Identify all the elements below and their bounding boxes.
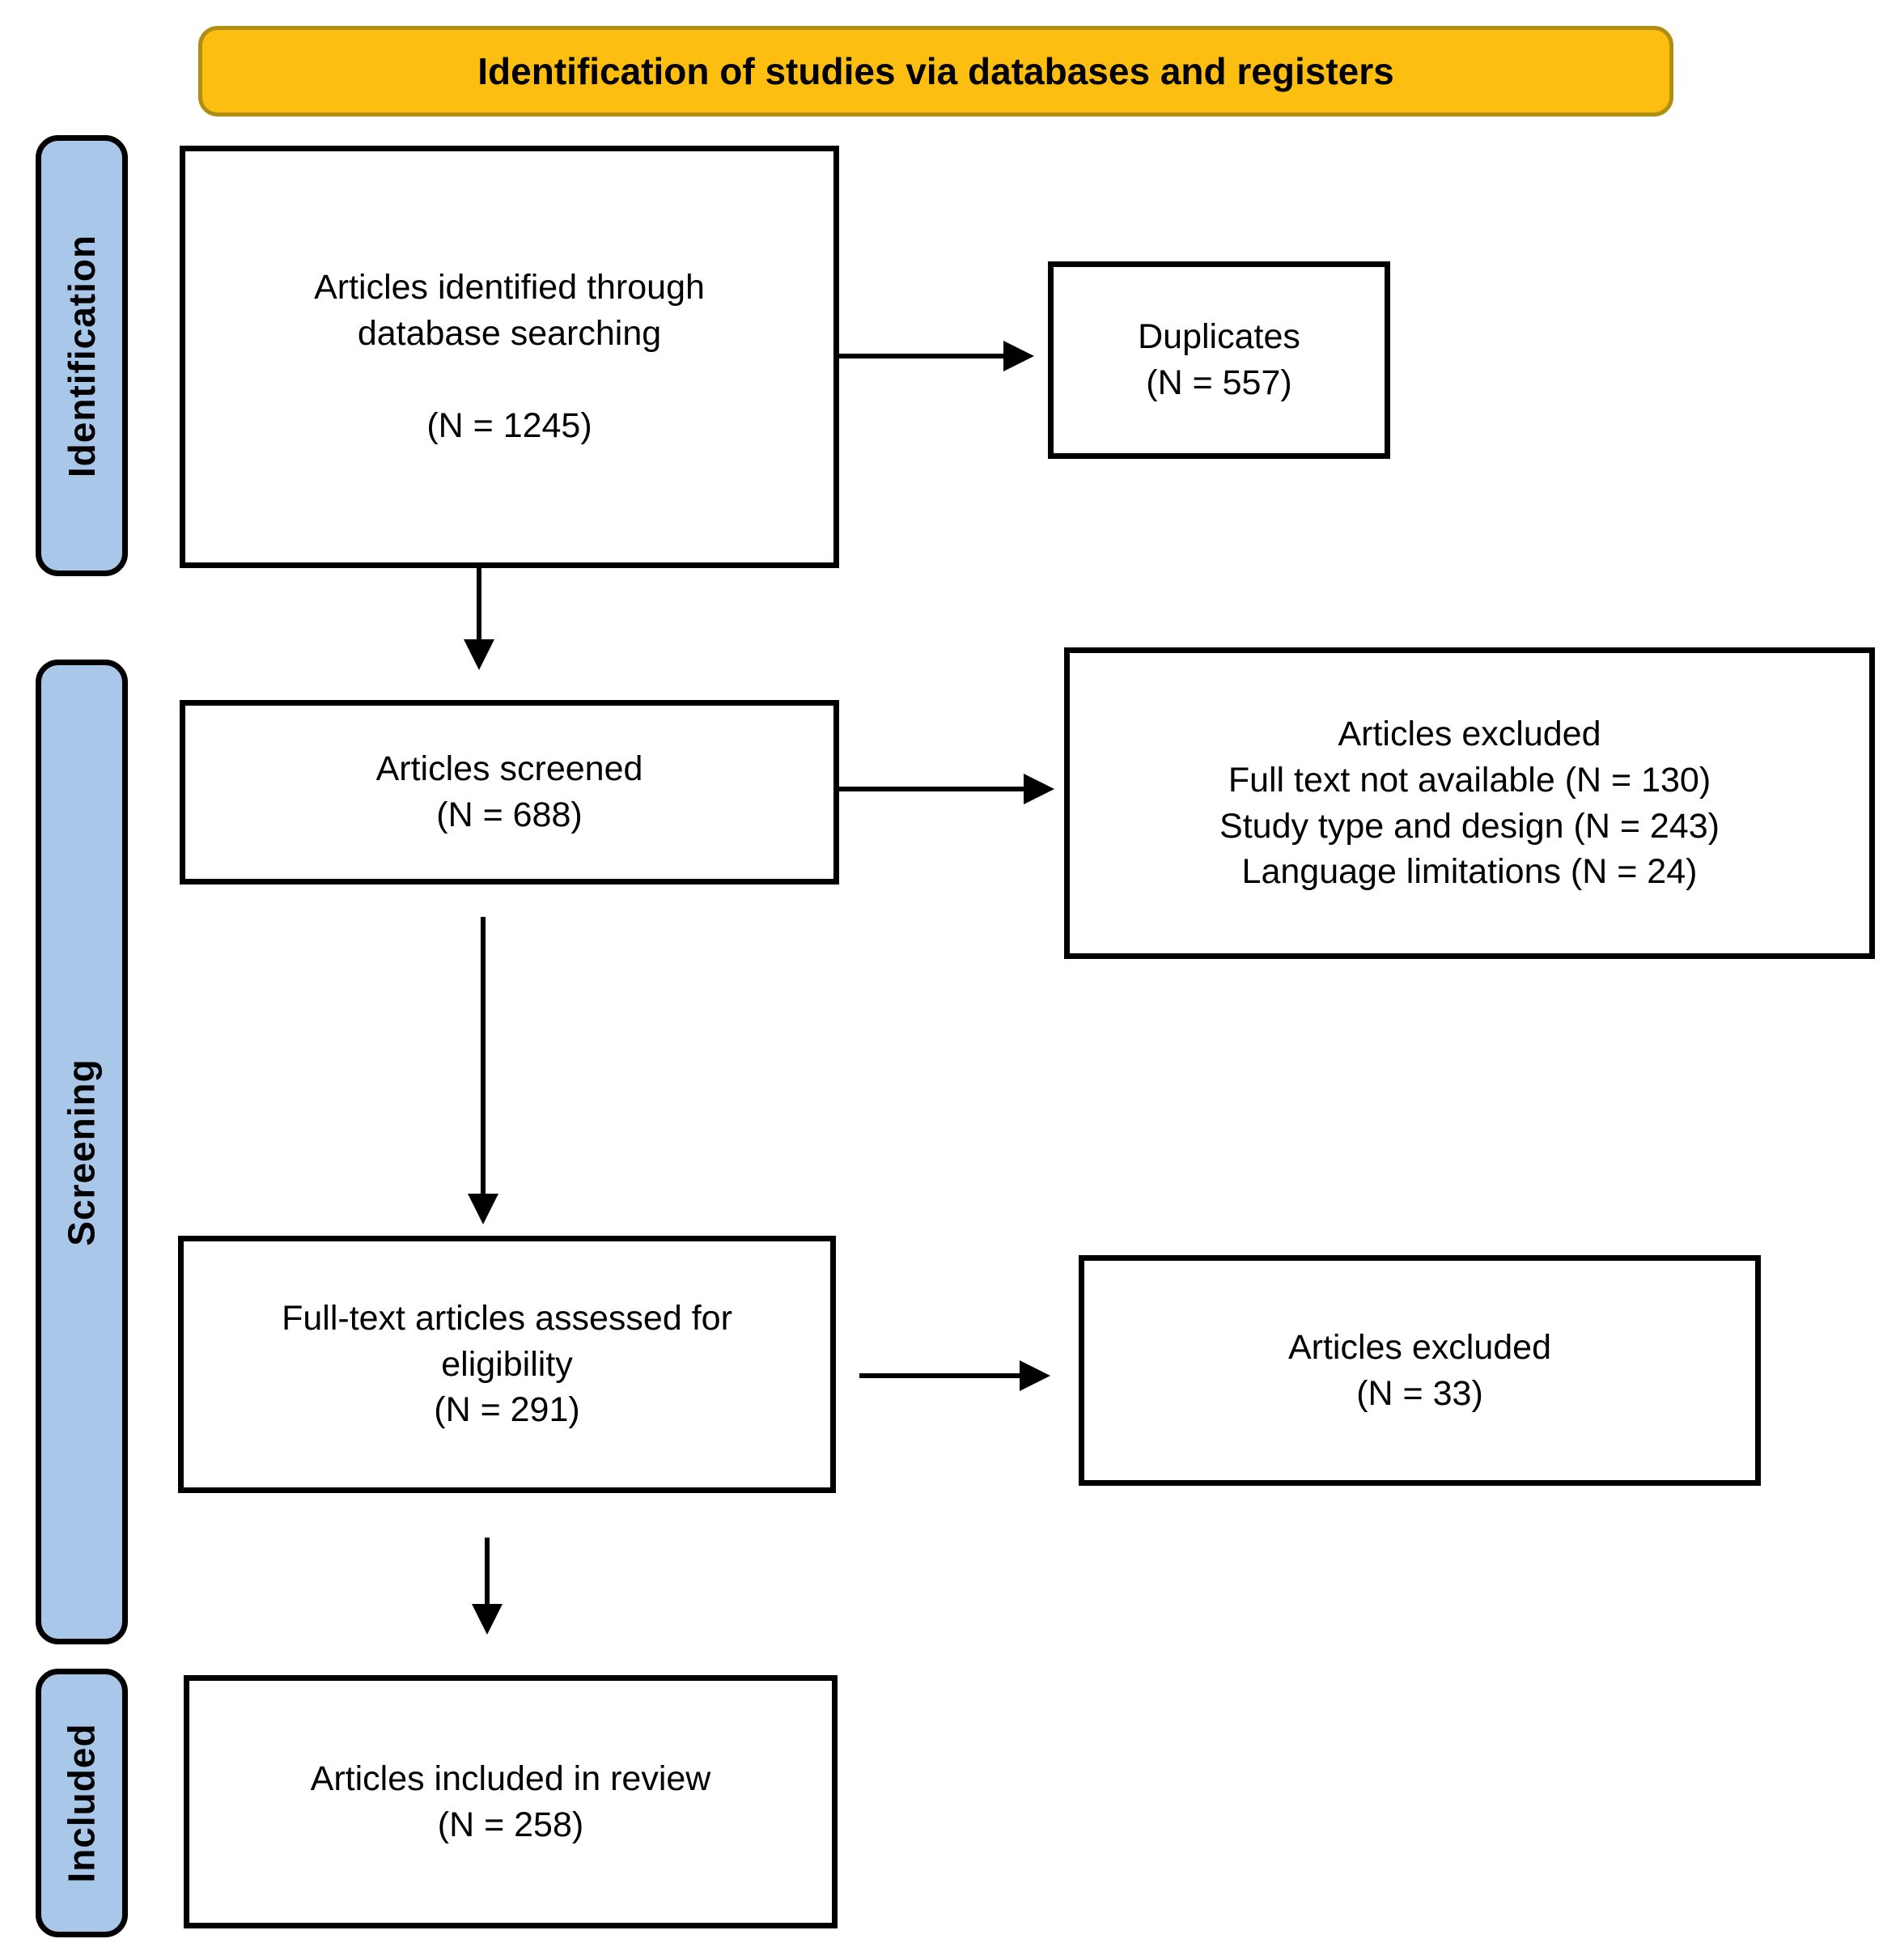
box-count: (N = 291) [434,1390,580,1430]
box-articles-included: Articles included in review (N = 258) [184,1675,838,1928]
arrow-line [485,1538,490,1606]
arrow-line [833,787,1025,791]
box-duplicates: Duplicates (N = 557) [1048,261,1390,459]
arrow-line [859,1373,1021,1378]
box-line: Duplicates [1138,317,1300,357]
arrow-head-down-icon [468,1194,498,1224]
box-count: (N = 33) [1356,1373,1483,1413]
box-line: Articles screened [375,749,643,789]
box-fulltext-assessed: Full-text articles assessed for eligibil… [178,1236,836,1493]
arrow-head-right-icon [1020,1360,1050,1391]
arrow-line [839,354,1005,358]
arrow-line [477,568,481,643]
box-line: Full text not available (N = 130) [1228,760,1711,800]
stage-label-identification: Identification [36,135,128,576]
box-line: eligibility [441,1344,573,1384]
box-line: Language limitations (N = 24) [1241,852,1698,892]
arrow-line [481,917,486,1195]
box-articles-excluded-screening: Articles excluded Full text not availabl… [1064,647,1875,959]
arrow-head-down-icon [472,1604,503,1635]
stage-label-identification-text: Identification [61,234,104,477]
banner-title: Identification of studies via databases … [477,50,1394,92]
box-line: Study type and design (N = 243) [1219,806,1720,846]
stage-label-included-text: Included [61,1723,103,1883]
stage-label-screening: Screening [36,660,128,1644]
box-line: Articles included in review [310,1758,711,1798]
box-line: Full-text articles assessed for [282,1298,732,1338]
box-count: (N = 1245) [426,406,592,446]
box-count: (N = 688) [436,795,583,834]
box-articles-identified: Articles identified through database sea… [180,146,839,568]
box-count: (N = 557) [1146,363,1292,402]
box-line: database searching [357,313,662,353]
arrow-head-down-icon [464,639,494,670]
box-line: Articles excluded [1287,1327,1552,1367]
arrow-head-right-icon [1003,341,1034,371]
box-articles-screened: Articles screened (N = 688) [180,700,839,885]
box-line: Articles identified through [314,267,705,307]
stage-label-screening-text: Screening [61,1058,104,1246]
arrow-head-right-icon [1024,774,1054,804]
stage-label-included: Included [36,1669,128,1937]
box-articles-excluded-fulltext: Articles excluded (N = 33) [1079,1255,1761,1486]
box-line: Articles excluded [1338,715,1601,753]
box-count: (N = 258) [437,1805,584,1844]
banner-identification-via-databases: Identification of studies via databases … [198,26,1673,117]
